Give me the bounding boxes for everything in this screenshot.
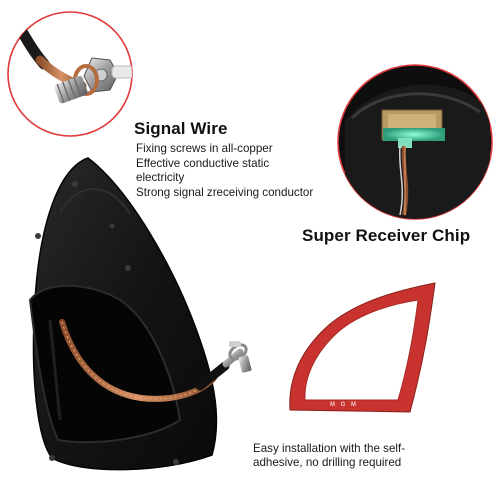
antenna-body — [28, 157, 218, 471]
signal-wire-callout — [7, 11, 133, 137]
signal-wire-line: Strong signal zreceiving conductor — [136, 185, 314, 199]
signal-wire-description: Fixing screws in all-copper Effective co… — [136, 142, 361, 200]
signal-wire-title: Signal Wire — [134, 119, 228, 138]
pad-watermark: M G M — [330, 402, 358, 408]
receiver-chip-title: Super Receiver Chip — [302, 226, 471, 245]
signal-wire-line: Effective conductive static — [136, 156, 270, 170]
coax-wire — [59, 319, 252, 402]
installation-description: Easy installation with the self-adhesive… — [253, 442, 406, 469]
receiver-chip-callout — [337, 64, 493, 220]
signal-wire-line: electricity — [136, 171, 185, 185]
signal-wire-line: Fixing screws in all-copper — [136, 142, 273, 155]
adhesive-pad — [289, 282, 436, 413]
